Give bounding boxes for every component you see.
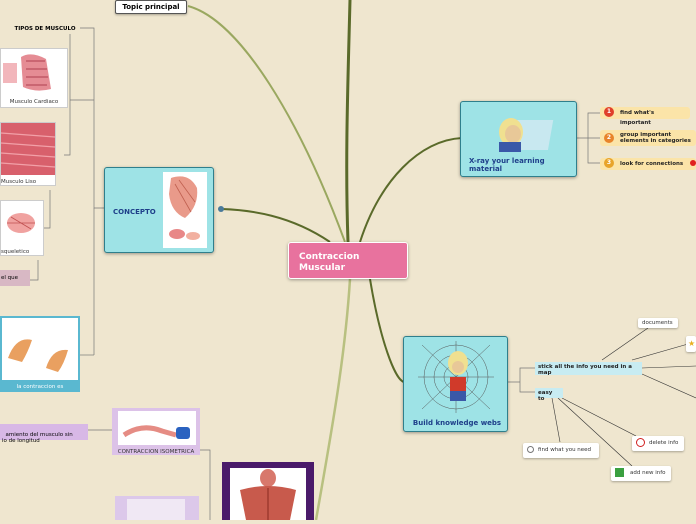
placeholder-image [127,499,185,520]
xray-item-3-label: look for connections [620,161,683,167]
xray-item-1[interactable]: 1 find what's important [600,107,690,119]
delete-icon [636,438,645,447]
isometrica-label: CONTRACCION ISOMETRICA [115,449,197,455]
star-icon: ★ [686,339,695,348]
tipos-musculo-label[interactable]: TIPOS DE MUSCULO [10,24,80,34]
back-muscles-image [230,468,306,520]
contraccion-label: la contraccion es [2,384,78,390]
number-3-icon: 3 [604,158,614,168]
musculo-liso-card[interactable]: Musculo Liso [0,122,56,186]
concepto-node[interactable]: CONCEPTO [104,167,214,253]
stick-info-node[interactable]: stick all the info you need in a map [535,362,642,375]
topic-principal[interactable]: Topic principal [115,0,187,14]
isometric-contraction-image [118,411,196,445]
musculo-esqueletico-label: squeletico [1,249,43,255]
number-1-icon: 1 [604,107,614,117]
musculo-liso-label: Musculo Liso [1,179,55,185]
musculo-cardiaco-card[interactable]: Musculo Cardiaco [0,48,68,108]
el-que-label: el que [1,275,18,281]
delete-label: delete info [649,440,678,446]
delete-node[interactable]: delete info [632,436,684,451]
documents-node[interactable]: documents [638,318,678,328]
anatomy-back-node[interactable] [222,462,314,520]
el-que-node[interactable]: el que [0,270,30,286]
xray-label: X-ray your learning material [469,157,559,173]
arm-muscle-image [2,318,78,380]
musculo-cardiaco-label: Musculo Cardiaco [1,99,67,105]
xray-item-2-label: group important elements in categories [620,132,691,144]
stick-info-label: stick all the info you need in a map [538,364,632,376]
add-node[interactable]: add new info [611,466,671,481]
image-placeholder-node[interactable] [115,496,199,520]
xray-item-1-label: find what's important [620,110,654,126]
cardiac-muscle-image [1,49,67,95]
documents-label: documents [642,320,673,326]
web-node[interactable]: Build knowledge webs [403,336,508,432]
find-label: find what you need [538,447,591,453]
add-note-icon [615,468,624,477]
number-2-icon: 2 [604,133,614,143]
xray-node[interactable]: X-ray your learning material [460,101,577,177]
web-label: Build knowledge webs [412,419,502,427]
xray-item-3[interactable]: 3 look for connections [600,158,696,170]
skeletal-muscle-image [1,201,43,245]
acortamiento-node[interactable]: amiento del musculo sin io de longitud [0,424,88,440]
xray-item-2[interactable]: 2 group important elements in categories [600,130,696,146]
smooth-muscle-image [1,123,55,175]
concepto-label: CONCEPTO [113,208,156,216]
find-node[interactable]: find what you need [523,443,599,458]
musculo-esqueletico-card[interactable]: squeletico [0,200,44,256]
add-label: add new info [630,470,666,476]
easy-to-node[interactable]: easy to [535,388,563,398]
magnifier-icon [527,446,534,453]
central-topic[interactable]: Contraccion Muscular [288,242,408,279]
spider-web-image [418,341,494,413]
star-node[interactable]: ★ [686,336,696,352]
isometrica-node[interactable]: CONTRACCION ISOMETRICA [112,408,200,455]
xray-dog-image [481,110,557,154]
muscle-anatomy-image [163,172,207,248]
contraccion-card[interactable]: la contraccion es [0,316,80,392]
red-marker-icon [690,160,696,166]
